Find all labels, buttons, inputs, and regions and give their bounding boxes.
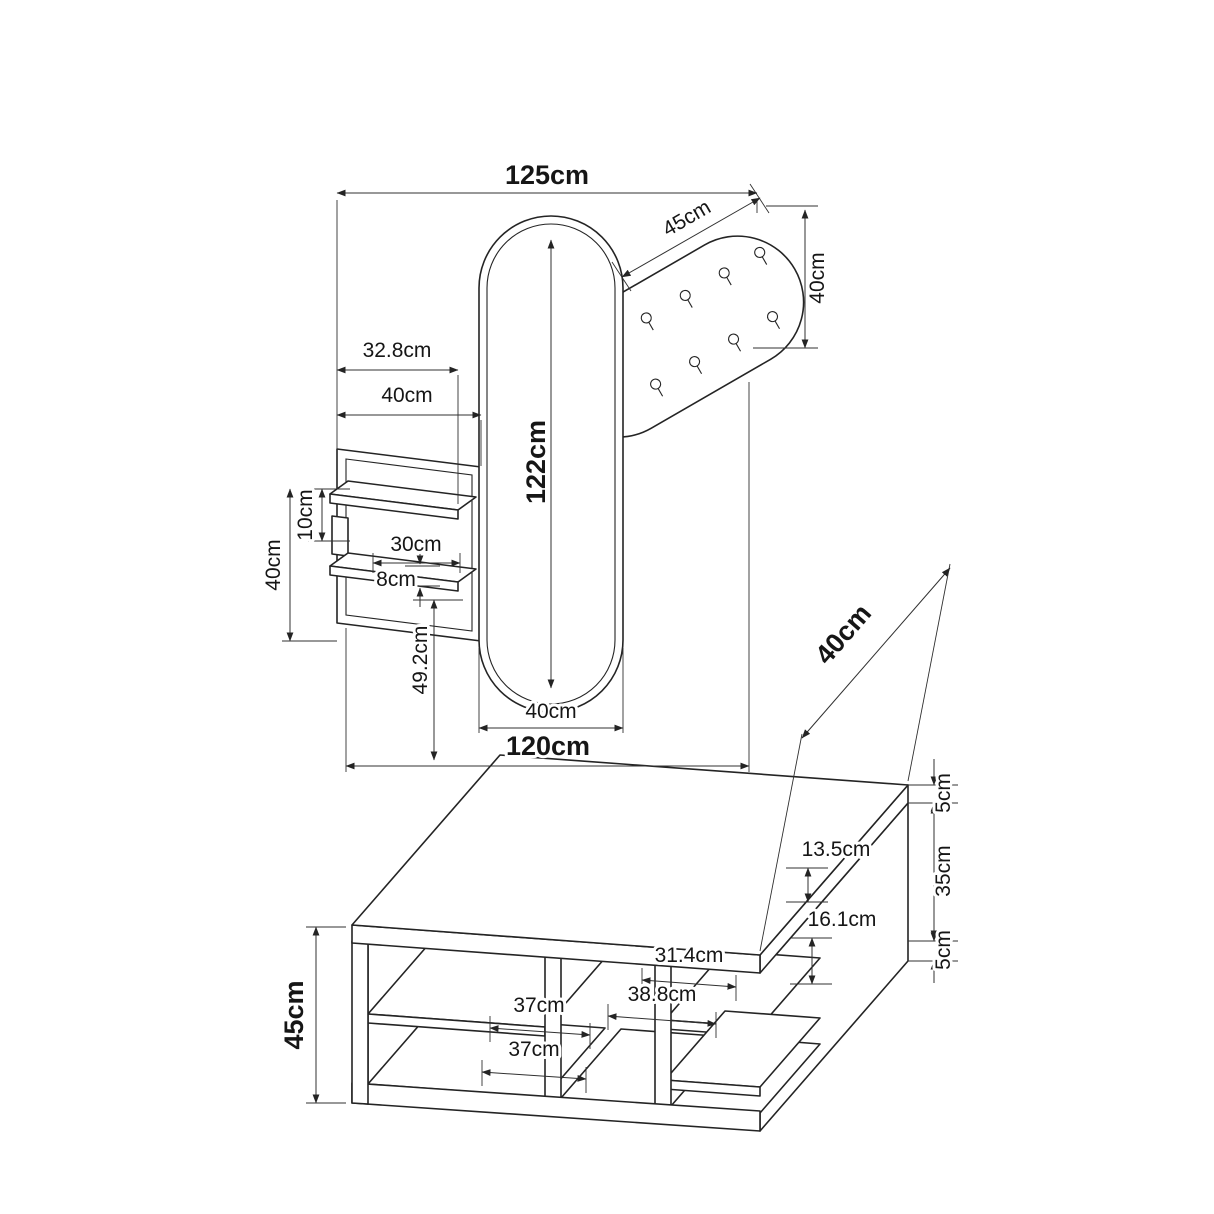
dim-right-upper-gap: 13.5cm bbox=[802, 838, 871, 861]
bench-drawing bbox=[351, 754, 909, 1132]
dim-bench-top-thickness: 5cm bbox=[932, 773, 955, 813]
dim-shelf-lip-height: 8cm bbox=[376, 568, 416, 591]
dim-left-base-width: 37cm bbox=[508, 1038, 559, 1061]
wall-shelf-panel bbox=[329, 448, 482, 642]
dim-mirror-width: 40cm bbox=[525, 700, 576, 723]
dim-middle-bottom-width: 38.8cm bbox=[628, 983, 697, 1006]
dim-hook-panel-width: 45cm bbox=[659, 196, 715, 242]
dim-shelf-width: 30cm bbox=[390, 533, 441, 556]
dim-mirror-bottom-drop: 49.2cm bbox=[409, 626, 432, 695]
dim-hook-panel-height: 40cm bbox=[806, 252, 829, 303]
dim-unit-width: 120cm bbox=[506, 731, 590, 761]
dim-shelf-panel-height: 40cm bbox=[262, 539, 285, 590]
dim-bench-base-thickness: 5cm bbox=[932, 930, 955, 970]
dim-total-width: 125cm bbox=[505, 160, 589, 190]
dim-bench-depth: 40cm bbox=[809, 598, 877, 670]
shelf-connector bbox=[331, 515, 349, 557]
dim-shelf-gap-height: 10cm bbox=[294, 489, 317, 540]
dim-middle-top-width: 31.4cm bbox=[655, 944, 724, 967]
dim-left-shelf-width: 37cm bbox=[513, 994, 564, 1017]
dim-bench-opening-height: 35cm bbox=[932, 845, 955, 896]
dim-mirror-height: 122cm bbox=[521, 420, 551, 504]
wall-unit-drawing bbox=[329, 215, 805, 713]
dim-bench-height: 45cm bbox=[279, 980, 309, 1049]
dim-right-lower-gap: 16.1cm bbox=[808, 908, 877, 931]
dim-shelf-offset-width: 32.8cm bbox=[363, 339, 432, 362]
dim-shelf-panel-width: 40cm bbox=[381, 384, 432, 407]
dimension-lines bbox=[286, 189, 951, 1104]
